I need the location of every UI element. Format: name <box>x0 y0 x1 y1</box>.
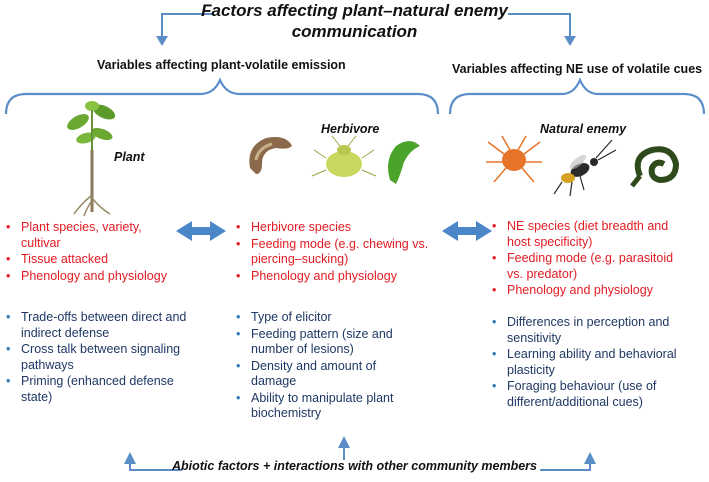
natural-enemy-red-list: NE species (diet breadth and host specif… <box>488 219 688 300</box>
bottom-right-arrow-icon <box>540 452 596 471</box>
plant-title: Plant <box>114 150 145 164</box>
title-line-2: communication <box>291 22 418 41</box>
top-right-arrow-icon <box>508 13 576 46</box>
bottom-left-arrow-icon <box>124 452 182 471</box>
plant-red-list: Plant species, variety, cultivar Tissue … <box>2 220 172 285</box>
list-item: Foraging behaviour (use of different/add… <box>488 379 693 410</box>
list-item: Ability to manipulate plant biochemistry <box>232 391 422 422</box>
list-item: Priming (enhanced defense state) <box>2 374 187 405</box>
list-item: Differences in perception and sensitivit… <box>488 315 693 346</box>
herbivore-red-list: Herbivore species Feeding mode (e.g. che… <box>232 220 432 285</box>
list-item: Phenology and physiology <box>488 283 688 299</box>
list-item: Tissue attacked <box>2 252 172 268</box>
bottom-caption: Abiotic factors + interactions with othe… <box>171 459 537 473</box>
list-item: Feeding pattern (size and number of lesi… <box>232 327 422 358</box>
left-bracket <box>4 77 440 115</box>
list-item: Learning ability and behavioral plastici… <box>488 347 693 378</box>
bottom-center-arrow-icon <box>338 436 350 460</box>
list-item: Feeding mode (e.g. chewing vs. piercing–… <box>232 237 432 268</box>
wasp-icon <box>553 139 617 197</box>
left-heading: Variables affecting plant-volatile emiss… <box>97 58 346 72</box>
title-line-1: Factors affecting plant–natural enemy <box>201 1 508 20</box>
list-item: Phenology and physiology <box>232 269 432 285</box>
right-heading: Variables affecting NE use of volatile c… <box>452 62 703 76</box>
green-caterpillar-icon <box>388 141 420 184</box>
herbivore-title: Herbivore <box>321 122 380 136</box>
right-bracket <box>448 77 706 115</box>
double-arrow-right-icon <box>442 221 492 241</box>
plant-blue-list: Trade-offs between direct and indirect d… <box>2 310 187 406</box>
list-item: Cross talk between signaling pathways <box>2 342 187 373</box>
top-left-arrow-icon <box>156 13 214 46</box>
list-item: Feeding mode (e.g. parasitoid vs. predat… <box>488 251 688 282</box>
list-item: NE species (diet breadth and host specif… <box>488 219 688 250</box>
herbivore-blue-list: Type of elicitor Feeding pattern (size a… <box>232 310 422 423</box>
natural-enemy-title: Natural enemy <box>540 122 627 136</box>
list-item: Trade-offs between direct and indirect d… <box>2 310 187 341</box>
main-title: Factors affecting plant–natural enemy co… <box>0 0 709 42</box>
coiled-larva-icon <box>630 146 680 188</box>
list-item: Plant species, variety, cultivar <box>2 220 172 251</box>
list-item: Density and amount of damage <box>232 359 422 390</box>
list-item: Type of elicitor <box>232 310 422 326</box>
list-item: Herbivore species <box>232 220 432 236</box>
list-item: Phenology and physiology <box>2 269 172 285</box>
aphid-icon <box>311 135 377 177</box>
mite-icon <box>486 135 542 183</box>
plant-seedling-icon <box>67 101 116 217</box>
double-arrow-left-icon <box>176 221 226 241</box>
natural-enemy-blue-list: Differences in perception and sensitivit… <box>488 315 693 411</box>
caterpillar-icon <box>249 137 292 174</box>
